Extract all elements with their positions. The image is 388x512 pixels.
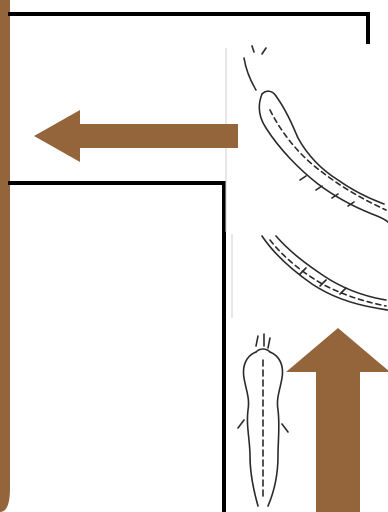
arrow-left-icon (34, 110, 238, 162)
sketch-panel-top (226, 46, 388, 232)
arrow-up-icon (286, 328, 388, 512)
top-wall (10, 14, 368, 42)
left-brown-bar (0, 0, 10, 512)
sketch-panel-middle (232, 234, 388, 318)
inner-wall (10, 183, 224, 512)
sketch-panel-bottom (232, 322, 290, 512)
